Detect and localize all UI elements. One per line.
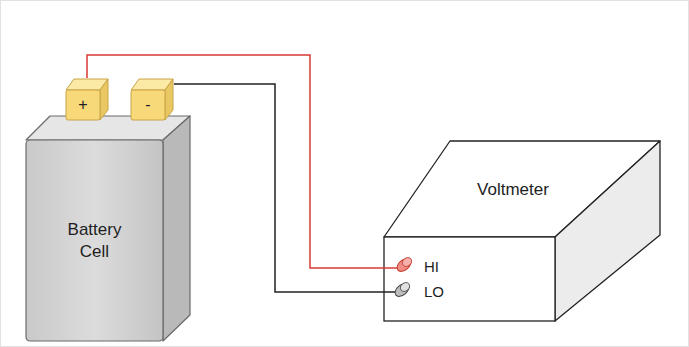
battery-terminal: - <box>130 78 174 121</box>
text-frame: + <box>66 90 100 120</box>
part-name: Battery Cell <box>55 219 135 262</box>
text-frame: Voltmeter <box>423 170 603 210</box>
test-lead-wire <box>174 84 383 292</box>
pin-name: LO <box>424 283 444 300</box>
instrument-name: Voltmeter <box>477 179 549 200</box>
battery-cell: Battery Cell <box>25 115 191 342</box>
text-frame: Battery Cell <box>26 140 163 341</box>
pin-name: HI <box>424 258 439 275</box>
polarity-sign: + <box>78 95 87 115</box>
battery-terminal: + <box>65 78 109 121</box>
polarity-sign: - <box>145 95 150 115</box>
battery-terminal-outline <box>130 78 174 121</box>
text-frame: - <box>131 90 165 120</box>
